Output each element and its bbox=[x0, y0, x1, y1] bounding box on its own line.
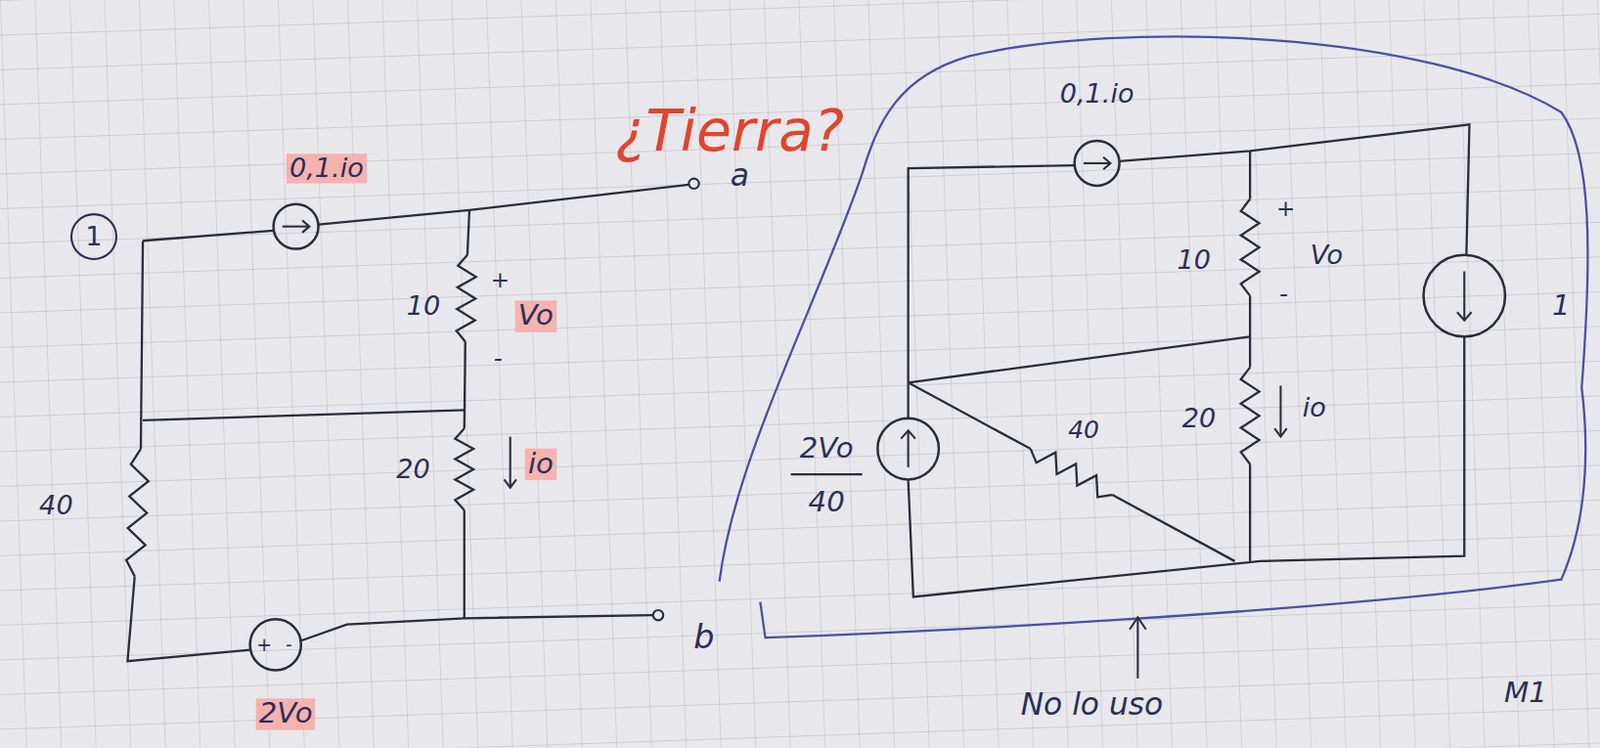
circuit-label: Vo bbox=[1307, 240, 1347, 270]
circuit-label: M1 bbox=[1501, 677, 1551, 710]
wire bbox=[908, 382, 1031, 449]
circuit-label: io bbox=[525, 448, 557, 481]
resistor-symbol bbox=[454, 428, 474, 510]
source-symbol bbox=[1423, 255, 1506, 337]
circuit-label: 20 bbox=[393, 454, 434, 485]
wire bbox=[906, 382, 909, 419]
wire bbox=[467, 210, 470, 256]
resistor-symbol bbox=[1241, 198, 1260, 296]
wire bbox=[463, 510, 466, 620]
wire bbox=[908, 336, 1251, 383]
source-symbol bbox=[250, 619, 302, 670]
circuit-label: 2Vo bbox=[256, 698, 316, 730]
wire bbox=[1248, 150, 1251, 199]
circuit-label: - bbox=[282, 634, 296, 656]
circuit-label: 0,1.io bbox=[286, 153, 367, 183]
wire bbox=[318, 184, 690, 225]
arrow-mark bbox=[1136, 617, 1139, 679]
resistor-symbol bbox=[1241, 367, 1260, 465]
resistor-symbol bbox=[456, 255, 477, 343]
arrow-mark bbox=[509, 437, 512, 489]
circuit-label: + bbox=[253, 634, 275, 656]
arrow-mark bbox=[1463, 271, 1466, 321]
source-symbol bbox=[877, 418, 939, 481]
enclosing-outline bbox=[719, 36, 1589, 638]
wire bbox=[1248, 464, 1251, 562]
callout-circle: 1 bbox=[70, 213, 118, 261]
arrow-mark bbox=[1274, 428, 1288, 437]
resistor-symbol bbox=[126, 448, 149, 577]
wire bbox=[908, 165, 1075, 383]
wire bbox=[1119, 124, 1470, 256]
wire bbox=[142, 409, 466, 420]
circuit-label: 40 bbox=[804, 487, 847, 519]
wire bbox=[464, 342, 466, 430]
arrow-mark bbox=[1279, 385, 1282, 437]
wire bbox=[791, 473, 863, 476]
resistor-symbol bbox=[1030, 448, 1112, 497]
circuit-label: 10 bbox=[403, 291, 445, 321]
wire bbox=[1111, 494, 1235, 562]
circuit-label: 20 bbox=[1179, 403, 1220, 434]
terminal-dot bbox=[688, 178, 699, 189]
arrow-mark bbox=[1129, 617, 1147, 630]
circuit-label: 40 bbox=[1065, 417, 1103, 445]
circuit-label: 10 bbox=[1173, 245, 1214, 275]
circuit-label: 40 bbox=[36, 490, 77, 521]
arrow-mark bbox=[1083, 162, 1112, 165]
circuit-label: No lo uso bbox=[1017, 687, 1166, 721]
arrow-mark bbox=[907, 430, 910, 468]
source-symbol bbox=[1074, 140, 1120, 186]
circuit-label: Vo bbox=[515, 300, 557, 332]
wire bbox=[142, 230, 274, 241]
terminal-dot bbox=[653, 610, 664, 621]
wire bbox=[1248, 296, 1251, 368]
arrow-mark bbox=[282, 225, 311, 228]
callout-number: 1 bbox=[85, 221, 102, 252]
arrow-mark bbox=[503, 479, 517, 488]
wire bbox=[301, 615, 654, 641]
arrow-mark bbox=[1457, 311, 1472, 320]
circuit-label: - bbox=[1276, 280, 1291, 309]
source-symbol bbox=[273, 204, 319, 250]
circuit-label: 2Vo bbox=[797, 433, 857, 465]
arrow-mark bbox=[900, 430, 916, 439]
wire bbox=[127, 577, 250, 663]
circuit-label: 1 bbox=[1549, 290, 1574, 322]
circuit-label: 0,1.io bbox=[1057, 79, 1138, 109]
circuit-label: io bbox=[1299, 393, 1330, 423]
wire bbox=[908, 336, 1466, 597]
arrow-mark bbox=[302, 220, 310, 233]
circuit-label: + bbox=[1273, 196, 1298, 222]
arrow-mark bbox=[1103, 157, 1111, 171]
circuit-label: - bbox=[490, 346, 506, 374]
note-title: ¿Tierra? bbox=[612, 98, 847, 162]
circuit-label: b bbox=[690, 620, 717, 657]
circuit-label: a bbox=[727, 158, 753, 192]
circuit-label: + bbox=[488, 267, 513, 293]
wire bbox=[140, 240, 143, 449]
